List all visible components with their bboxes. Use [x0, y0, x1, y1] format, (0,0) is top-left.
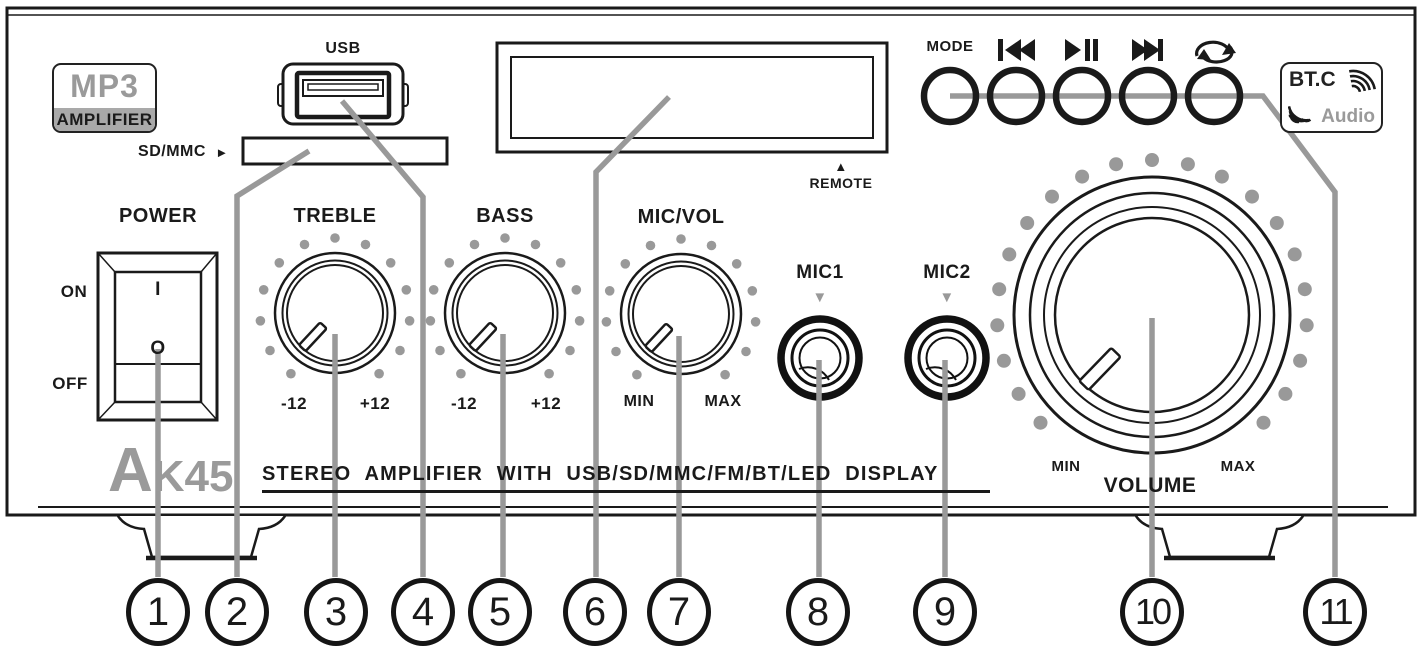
- knob-tick-dots: [255, 153, 1314, 430]
- mic1-label: MIC1: [796, 262, 844, 283]
- led-display: [495, 41, 889, 154]
- transport-buttons: [920, 66, 1244, 126]
- micvol-knob[interactable]: [619, 252, 743, 376]
- left-foot: [116, 515, 287, 561]
- treble-max-label: +12: [359, 394, 391, 413]
- bass-min-label: -12: [450, 394, 478, 413]
- repeat-button[interactable]: [1184, 66, 1244, 126]
- sd-slot-label: SD/MMC: [138, 143, 206, 160]
- sd-card-slot[interactable]: [241, 136, 449, 166]
- callout-9: 9: [913, 578, 977, 646]
- next-icon: [1132, 39, 1163, 61]
- usb-port[interactable]: [277, 62, 409, 126]
- mp3-badge-title: MP3: [70, 68, 139, 104]
- bass-max-label: +12: [530, 394, 562, 413]
- power-on-mark: I: [155, 279, 161, 300]
- callout-10: 10: [1120, 578, 1184, 646]
- treble-title: TREBLE: [293, 205, 377, 227]
- remote-arrow-icon: ▲: [834, 159, 848, 174]
- micvol-title: MIC/VOL: [637, 206, 725, 228]
- bluetooth-badge: BT.C: [1280, 62, 1383, 133]
- radio-waves-icon: [1349, 69, 1376, 93]
- callout-7: 7: [647, 578, 711, 646]
- play-pause-icon: [1065, 39, 1098, 61]
- volume-title: VOLUME: [1103, 474, 1197, 497]
- power-off-mark: O: [150, 338, 166, 359]
- radio-waves-icon: [1288, 105, 1312, 124]
- power-on-label: ON: [60, 282, 88, 301]
- volume-min-label: MIN: [1051, 458, 1081, 475]
- callout-4: 4: [391, 578, 455, 646]
- power-off-label: OFF: [52, 374, 88, 393]
- bluetooth-badge-title: BT.C: [1289, 68, 1336, 91]
- bass-title: BASS: [476, 205, 534, 227]
- right-foot: [1134, 515, 1305, 561]
- callout-3: 3: [304, 578, 368, 646]
- previous-button[interactable]: [986, 66, 1046, 126]
- mp3-badge-subtitle: AMPLIFIER: [54, 108, 155, 131]
- callout-8: 8: [786, 578, 850, 646]
- play-pause-button[interactable]: [1052, 66, 1112, 126]
- callout-11: 11: [1303, 578, 1367, 646]
- model-name: AK45: [108, 440, 234, 502]
- mic1-pointer-icon: ▼: [812, 289, 828, 306]
- previous-icon: [998, 39, 1035, 61]
- micvol-max-label: MAX: [704, 393, 742, 410]
- callout-1: 1: [126, 578, 190, 646]
- panel-tagline: STEREO AMPLIFIER WITH USB/SD/MMC/FM/BT/L…: [262, 463, 990, 493]
- model-rest: K45: [152, 452, 234, 501]
- volume-max-label: MAX: [1220, 458, 1256, 475]
- next-button[interactable]: [1118, 66, 1178, 126]
- mode-button[interactable]: [920, 66, 980, 126]
- mic2-pointer-icon: ▼: [939, 289, 955, 306]
- callout-6: 6: [563, 578, 627, 646]
- remote-label: REMOTE: [809, 175, 873, 191]
- model-initial: A: [108, 436, 153, 505]
- usb-label: USB: [325, 40, 361, 57]
- callout-2: 2: [205, 578, 269, 646]
- bluetooth-badge-subtitle: Audio: [1321, 106, 1375, 127]
- micvol-min-label: MIN: [623, 393, 655, 410]
- mp3-badge: MP3 AMPLIFIER: [52, 63, 157, 133]
- power-title: POWER: [118, 205, 198, 227]
- treble-min-label: -12: [280, 394, 308, 413]
- repeat-icon: [1195, 40, 1236, 64]
- mic2-label: MIC2: [923, 262, 971, 283]
- bass-knob[interactable]: [443, 251, 567, 375]
- sd-arrow-icon: ►: [215, 145, 229, 160]
- callout-5: 5: [468, 578, 532, 646]
- mode-label: MODE: [926, 38, 974, 55]
